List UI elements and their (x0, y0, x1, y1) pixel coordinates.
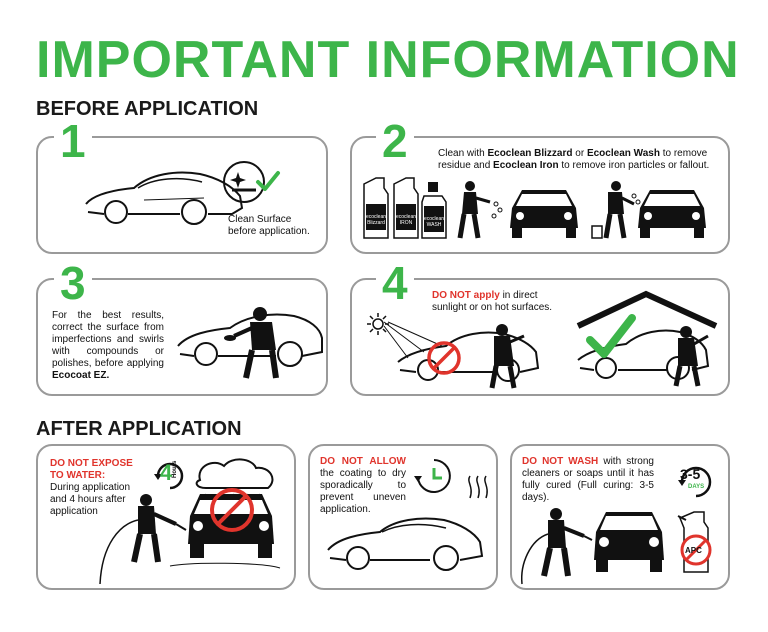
heat-waves-icon (468, 475, 488, 499)
ecoclean-bottles (363, 177, 447, 239)
step-2-text: Clean with Ecoclean Blizzard or Ecoclean… (438, 148, 710, 171)
after-1-text: DO NOT EXPOSE TO WATER:During applicatio… (50, 458, 133, 517)
after-2-card (308, 444, 498, 590)
sports-car-illustration (85, 171, 244, 225)
section-before-heading: BEFORE APPLICATION (36, 98, 259, 120)
green-check-icon (256, 171, 280, 191)
apc-spray-bottle-icon (677, 511, 712, 573)
section-after-heading: AFTER APPLICATION (36, 418, 242, 440)
step-3-text: For the best results, correct the surfac… (52, 310, 164, 381)
sun-rays (383, 321, 443, 359)
step-3-number: 3 (54, 260, 92, 306)
car-in-sunlight-illustration (397, 324, 540, 389)
person-washing-car-illustration (591, 181, 706, 239)
days-badge-unit: DAYS (688, 484, 705, 490)
prohibited-icon (427, 341, 461, 375)
person-hosing-car-illustration (99, 458, 281, 585)
days-badge-icon (678, 466, 712, 498)
step-4-number: 4 (376, 260, 414, 306)
step-1-text: Clean Surface before application. (228, 214, 310, 237)
person-polishing-car-illustration (177, 307, 323, 379)
step-4-text: DO NOT apply in direct sunlight or on ho… (432, 290, 553, 313)
sparkle-clean-icon (223, 161, 265, 203)
drying-car-illustration (327, 517, 484, 571)
person-washing-after-illustration (521, 508, 664, 585)
four-hours-badge-icon (154, 462, 184, 490)
after-3-text: DO NOT WASH with strong cleaners or soap… (522, 456, 654, 503)
step-4-card (350, 278, 730, 396)
page-title: IMPORTANT INFORMATION (36, 31, 740, 89)
days-badge-number: 3-5 (680, 466, 701, 482)
step-2-number: 2 (376, 118, 414, 164)
car-under-roof-illustration (576, 290, 718, 387)
step-1-number: 1 (54, 118, 92, 164)
timer-clock-icon (414, 459, 451, 493)
after-2-text: DO NOT ALLOW the coating to dry sporadic… (320, 456, 406, 515)
person-spraying-car-illustration (457, 181, 578, 239)
apc-label: APC (685, 546, 702, 555)
four-hours-number: 4 (160, 460, 173, 485)
